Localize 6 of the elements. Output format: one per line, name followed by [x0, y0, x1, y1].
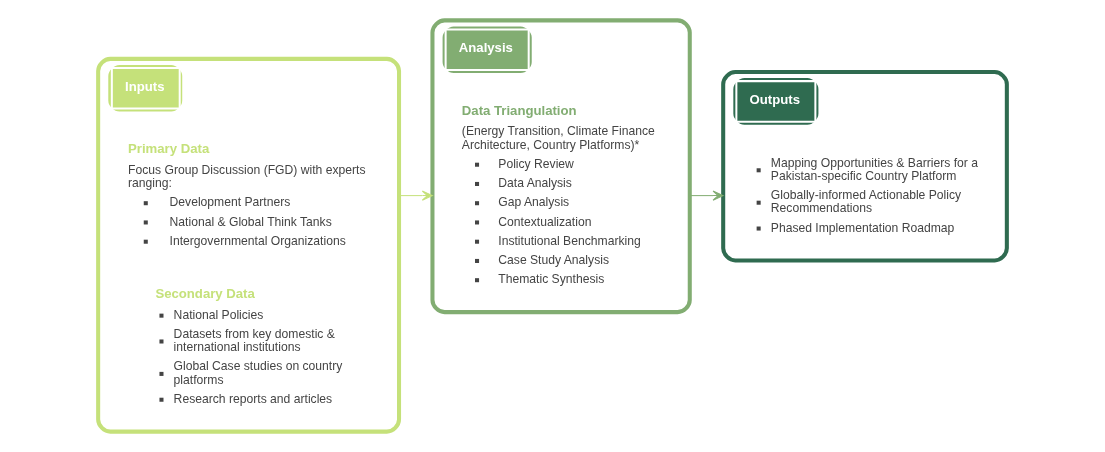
- node-text: Data Triangulation (Energy Transition, Climate Finance Architecture, Country Platforms)* Policy Review Data Analysis Gap Analysis Contextualization Institutional Benchmarking Case Study Analysis Thematic Synthesis: [461, 102, 655, 287]
- node-text: Secondary Data National Policies Datasets from key domestic & international institutions Global Case studies on country platforms Research reports and articles: [155, 286, 343, 406]
- arrow: [689, 190, 724, 201]
- node-text: Mapping Opportunities & Barriers for a Pakistan-specific Country Platform Globally-informed Actionable Policy Recommendations Phased Implementation Roadmap: [770, 155, 978, 235]
- arrow: [398, 190, 433, 201]
- node-text: Primary Data Focus Group Discussion (FGD) with experts ranging: Development Partners National & Global Think Tanks Intergovernmental Organizations: [128, 141, 366, 248]
